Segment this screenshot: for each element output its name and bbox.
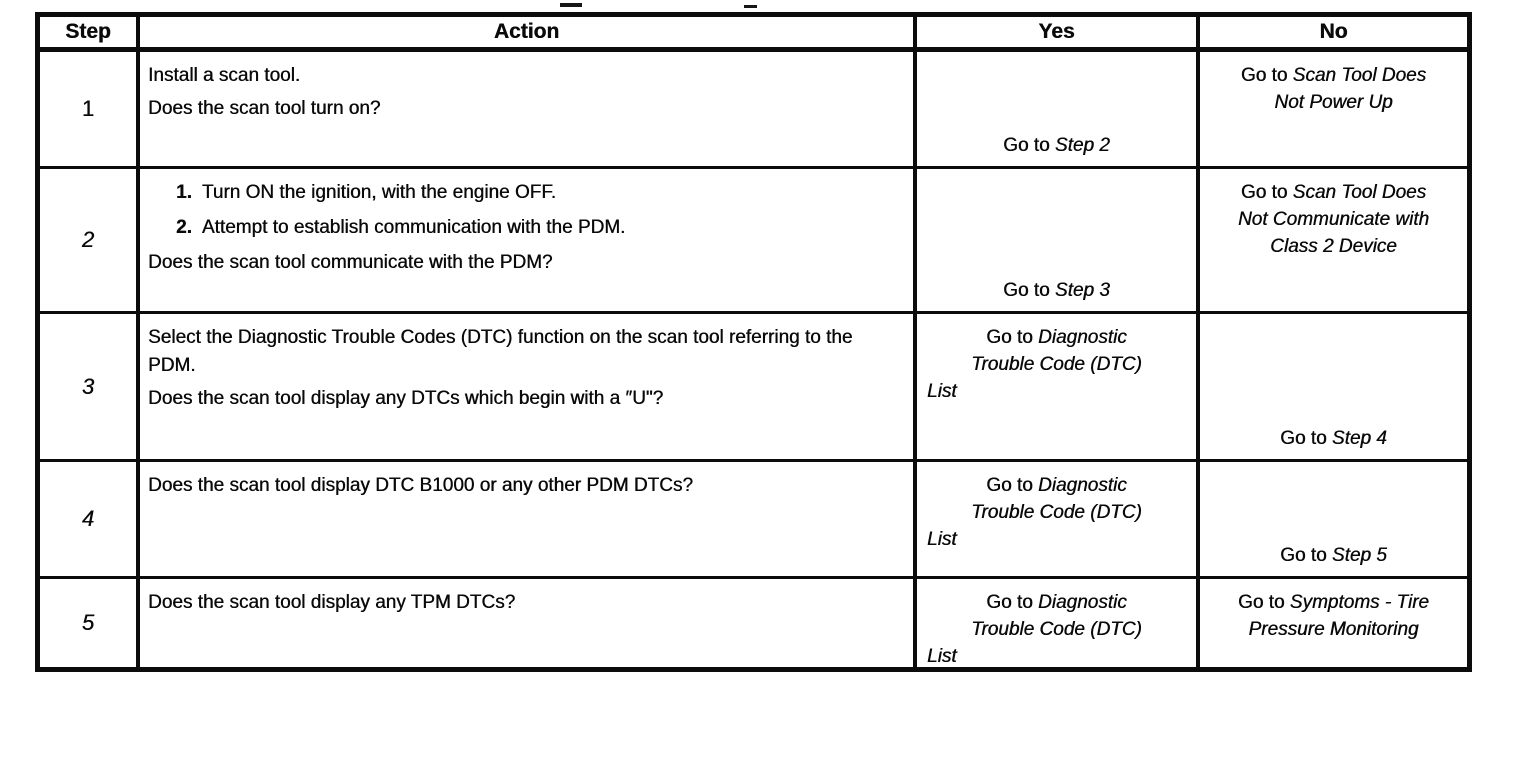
column-header-yes: Yes (917, 17, 1200, 52)
step-cell: 5 (40, 579, 140, 667)
goto-reference-line: Trouble Code (DTC) (927, 616, 1186, 643)
goto-reference-line: Go to Step 3 (927, 277, 1186, 304)
goto-reference-line: Go to Diagnostic (927, 589, 1186, 616)
reference-target: Scan Tool Does (1292, 182, 1427, 203)
action-text: Does the scan tool display any TPM DTCs? (148, 592, 516, 613)
yes-cell: Go to Step 3 (917, 169, 1200, 314)
reference-target: Not Power Up (1274, 92, 1393, 113)
goto-reference-line: Pressure Monitoring (1210, 616, 1457, 643)
goto-reference-line: Go to Diagnostic (927, 472, 1186, 499)
step-number: 5 (81, 610, 95, 635)
goto-text: Go to (1240, 182, 1293, 203)
column-header-action: Action (140, 17, 917, 52)
list-number: 2. (176, 217, 192, 238)
column-header-action-label: Action (493, 20, 560, 43)
step-cell: 4 (40, 462, 140, 579)
column-header-no: No (1200, 17, 1467, 52)
step-cell: 1 (40, 52, 140, 169)
goto-reference-line: Go to Step 5 (1210, 542, 1457, 569)
goto-reference-line: List (927, 526, 1186, 553)
scan-artifact (560, 3, 582, 7)
step-number: 1 (81, 96, 95, 121)
goto-text: Go to (986, 475, 1039, 496)
action-text: Select the Diagnostic Trouble Codes (DTC… (148, 327, 853, 376)
scan-artifact (744, 5, 757, 8)
reference-target: List (927, 381, 957, 402)
action-list-item: 2. Attempt to establish communication wit… (148, 214, 905, 242)
reference-target: Diagnostic (1038, 592, 1127, 613)
goto-reference-line: Not Power Up (1210, 89, 1457, 116)
goto-reference-line: Go to Step 4 (1210, 425, 1457, 452)
reference-target: Step 5 (1331, 545, 1387, 566)
column-header-step-label: Step (65, 20, 111, 43)
action-text: Attempt to establish communication with … (201, 217, 626, 238)
action-list-item: 1. Turn ON the ignition, with the engine … (148, 179, 905, 207)
goto-reference-line: Go to Scan Tool Does (1210, 62, 1457, 89)
action-cell: Does the scan tool display any TPM DTCs? (140, 579, 917, 667)
goto-text: Go to (986, 592, 1039, 613)
goto-reference-line: Not Communicate with (1210, 206, 1457, 233)
action-text: Does the scan tool turn on? (148, 98, 381, 119)
reference-target: Step 4 (1331, 428, 1387, 449)
step-cell: 3 (40, 314, 140, 462)
goto-text: Go to (1280, 545, 1332, 566)
action-text: Install a scan tool. (148, 65, 301, 86)
reference-target: Pressure Monitoring (1248, 619, 1419, 640)
diagnostic-table: Step Action Yes No 1 Install a scan tool.… (35, 12, 1472, 672)
step-number: 3 (81, 373, 95, 399)
action-cell: Does the scan tool display DTC B1000 or … (140, 462, 917, 579)
goto-reference-line: Trouble Code (DTC) (927, 351, 1186, 378)
goto-text: Go to (1238, 592, 1290, 613)
reference-target: Not Communicate with (1237, 209, 1430, 230)
reference-target: Scan Tool Does (1292, 65, 1427, 86)
list-number: 1. (176, 182, 192, 203)
reference-target: Diagnostic (1038, 475, 1127, 496)
action-cell: 1. Turn ON the ignition, with the engine … (140, 169, 917, 314)
action-text: Does the scan tool display DTC B1000 or … (148, 475, 693, 496)
reference-target: Trouble Code (DTC) (971, 502, 1142, 523)
step-number: 4 (81, 506, 95, 531)
column-header-no-label: No (1319, 20, 1348, 43)
goto-reference-line: Go to Symptoms - Tire (1210, 589, 1457, 616)
no-cell: Go to Step 4 (1200, 314, 1467, 462)
goto-reference-line: Trouble Code (DTC) (927, 499, 1186, 526)
reference-target: Diagnostic (1038, 327, 1127, 348)
goto-text: Go to (1003, 280, 1055, 301)
reference-target: Trouble Code (DTC) (971, 619, 1142, 640)
goto-reference-line: List (927, 378, 1186, 405)
reference-target: Step 2 (1054, 135, 1110, 156)
reference-target: List (927, 529, 957, 550)
reference-target: Class 2 Device (1270, 236, 1397, 257)
goto-text: Go to (1003, 135, 1055, 156)
reference-target: List (927, 646, 957, 667)
yes-cell: Go to Step 2 (917, 52, 1200, 169)
action-text: Does the scan tool display any DTCs whic… (148, 388, 664, 409)
reference-target: Symptoms - Tire (1289, 592, 1429, 613)
column-header-yes-label: Yes (1038, 20, 1075, 43)
column-header-step: Step (40, 17, 140, 52)
goto-text: Go to (986, 327, 1039, 348)
goto-reference-line: Go to Scan Tool Does (1210, 179, 1457, 206)
step-cell: 2 (40, 169, 140, 314)
action-cell: Install a scan tool. Does the scan tool t… (140, 52, 917, 169)
goto-text: Go to (1240, 65, 1293, 86)
action-cell: Select the Diagnostic Trouble Codes (DTC… (140, 314, 917, 462)
action-text: Turn ON the ignition, with the engine OF… (201, 182, 556, 203)
reference-target: Step 3 (1054, 280, 1110, 301)
goto-text: Go to (1280, 428, 1332, 449)
goto-reference-line: Go to Diagnostic (927, 324, 1186, 351)
action-text: Does the scan tool communicate with the … (148, 252, 553, 273)
goto-reference-line: Class 2 Device (1210, 233, 1457, 260)
reference-target: Trouble Code (DTC) (971, 354, 1142, 375)
step-number: 2 (81, 227, 95, 252)
goto-reference-line: Go to Step 2 (927, 132, 1186, 159)
goto-reference-line: List (927, 643, 1186, 667)
no-cell: Go to Step 5 (1200, 462, 1467, 579)
